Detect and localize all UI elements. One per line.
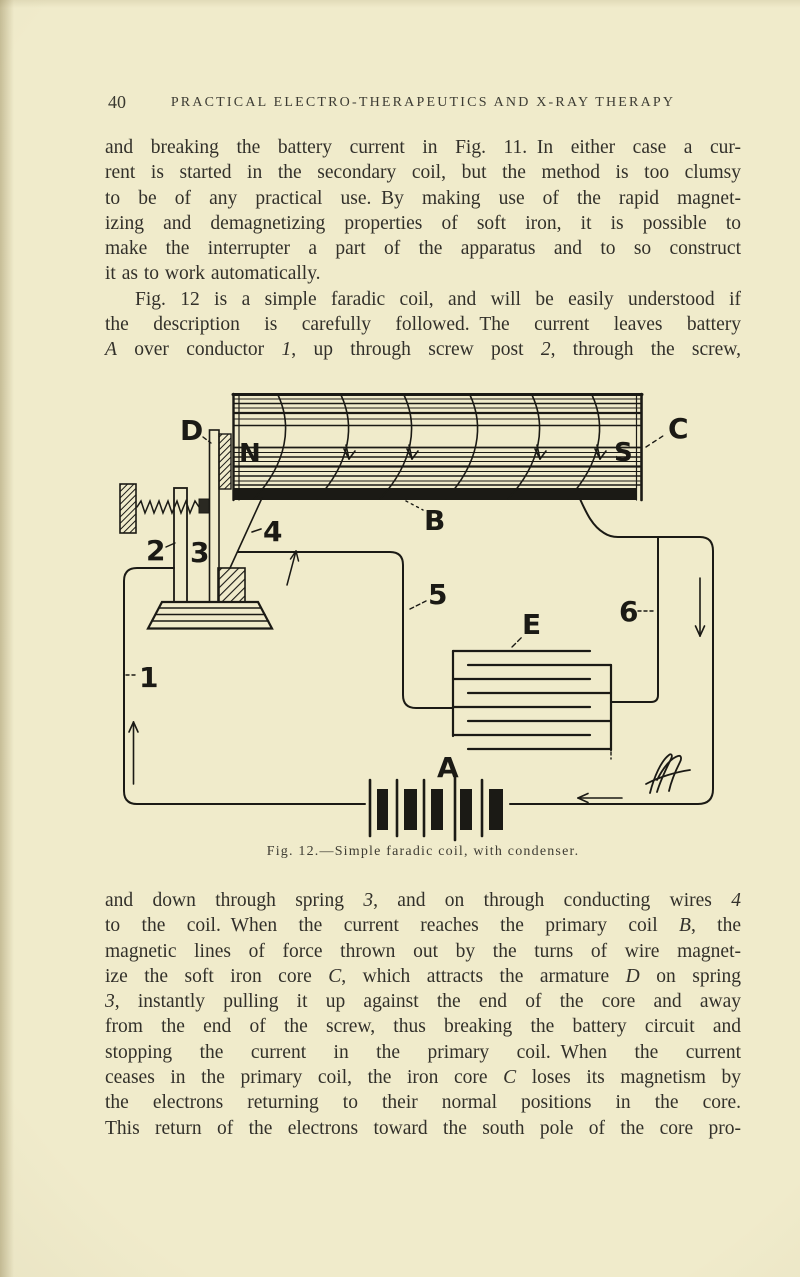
wire-5 xyxy=(237,551,454,709)
text-line: magnetic lines of force thrown out by th… xyxy=(105,940,741,962)
running-head: PRACTICAL ELECTRO-THERAPEUTICS AND X-RAY… xyxy=(170,95,676,110)
core-leader-line xyxy=(645,433,667,448)
screw-post-leader-line xyxy=(165,542,176,548)
page-top-edge-shadow xyxy=(0,0,800,8)
figure-12-illustration: N S C B D 2 3 xyxy=(119,392,714,842)
text-line: This return of the electrons toward the … xyxy=(105,1117,741,1139)
illustrator-monogram xyxy=(645,753,691,794)
text-line: A over conductor 1, up through screw pos… xyxy=(105,339,741,361)
winding-arrow-icon xyxy=(406,444,419,460)
wire-5-leader-dash xyxy=(409,600,427,610)
coil-winding-turns xyxy=(253,394,601,500)
thumb-screw xyxy=(119,483,210,534)
armature-label: D xyxy=(180,414,203,447)
coil-output-wire xyxy=(509,498,714,805)
conductor-1-label: 1 xyxy=(139,661,158,694)
wires-4-leader-dash xyxy=(251,528,262,533)
body-text-lower: and down through spring 3, and on throug… xyxy=(105,888,741,1141)
conducting-wire-4 xyxy=(229,497,263,569)
current-arrow-down-icon xyxy=(694,577,706,637)
wire-6-label: 6 xyxy=(619,595,638,628)
interrupter-block xyxy=(217,567,246,603)
text-line: and down through spring 3, and on throug… xyxy=(105,890,741,911)
text-line: to be of any practical use. By making us… xyxy=(105,187,741,209)
condenser-leader-line xyxy=(511,635,524,648)
current-arrow-up-right-icon xyxy=(286,550,300,586)
screw-post-label: 2 xyxy=(146,534,165,567)
battery xyxy=(368,774,503,842)
pedestal-base xyxy=(146,600,274,630)
text-line: ize the soft iron core C, which attracts… xyxy=(105,965,742,987)
text-line: the electrons returning to their normal … xyxy=(105,1092,741,1114)
winding-current-arrows xyxy=(343,444,607,460)
current-arrow-left-icon xyxy=(577,792,623,804)
primary-coil-label: B xyxy=(424,504,445,537)
wire-6 xyxy=(610,536,659,703)
coil-body xyxy=(231,392,644,502)
text-line: it as to work automatically. xyxy=(105,263,321,285)
figure-caption: Fig. 12.—Simple faradic coil, with conde… xyxy=(266,844,580,859)
text-line: 3, instantly pulling it up against the e… xyxy=(105,991,741,1013)
condenser-label: E xyxy=(522,608,541,641)
text-line: izing and demagnetizing properties of so… xyxy=(105,212,741,234)
south-pole-label: S xyxy=(614,438,633,468)
winding-arrow-icon xyxy=(534,444,547,460)
text-line: Fig. 12 is a simple faradic coil, and wi… xyxy=(135,288,741,310)
text-line: stopping the current in the primary coil… xyxy=(105,1041,741,1063)
winding-arrow-icon xyxy=(343,444,356,460)
text-line: and breaking the battery current in Fig.… xyxy=(105,137,741,158)
text-line: rent is started in the secondary coil, b… xyxy=(105,162,741,184)
armature-leader-line xyxy=(202,436,212,444)
text-line: the description is carefully followed. T… xyxy=(105,314,741,336)
current-arrow-up-icon xyxy=(128,721,139,785)
wires-4-label: 4 xyxy=(263,515,282,548)
text-line: from the end of the screw, thus breaking… xyxy=(105,1016,741,1038)
wire-5-label: 5 xyxy=(428,578,447,611)
battery-label: A xyxy=(437,751,459,784)
text-line: to the coil. When the current reaches th… xyxy=(105,915,742,937)
primary-coil-leader-line xyxy=(405,500,424,511)
conductor-1-wire xyxy=(123,567,366,805)
body-text-upper: and breaking the battery current in Fig.… xyxy=(105,135,741,363)
core-label: C xyxy=(668,412,689,445)
text-line: make the interrupter a part of the appar… xyxy=(105,238,741,260)
text-line: ceases in the primary coil, the iron cor… xyxy=(105,1067,742,1089)
winding-arrow-icon xyxy=(594,444,607,460)
condenser xyxy=(451,649,613,760)
spring-label: 3 xyxy=(190,536,209,569)
page-number: 40 xyxy=(108,92,126,112)
north-pole-label: N xyxy=(239,439,261,469)
